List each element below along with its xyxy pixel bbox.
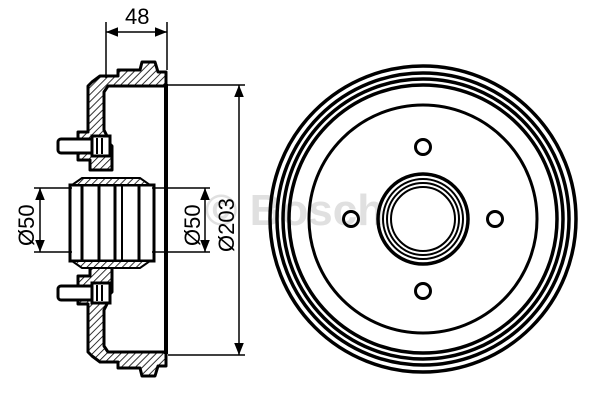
width-dimension-label: 48 [125, 4, 149, 29]
drum-diameter-label: Ø203 [214, 198, 239, 252]
bolt-hole-right [486, 210, 504, 228]
hub-ring-2 [382, 178, 464, 260]
hub-ring-3 [386, 182, 460, 256]
bolt-hole-bottom [414, 282, 432, 300]
outer-ring-3 [281, 77, 565, 361]
bolt-hole-left [342, 210, 360, 228]
wheel-stud-top [56, 134, 112, 158]
outer-ring-2 [275, 71, 571, 367]
front-view [268, 64, 578, 374]
side-view: 48 Ø50 Ø50 Ø203 [14, 4, 245, 378]
hub-bore-left-label: Ø50 [14, 204, 39, 246]
hub-face-ring [307, 103, 539, 335]
hub-ring-1 [376, 172, 470, 266]
wheel-stud-bottom [56, 281, 112, 305]
outer-ring-4 [287, 83, 559, 355]
outer-ring-1 [268, 64, 578, 374]
hub-bore-right-label: Ø50 [180, 204, 205, 246]
hub-ring-4 [390, 186, 456, 252]
bolt-hole-top [414, 138, 432, 156]
